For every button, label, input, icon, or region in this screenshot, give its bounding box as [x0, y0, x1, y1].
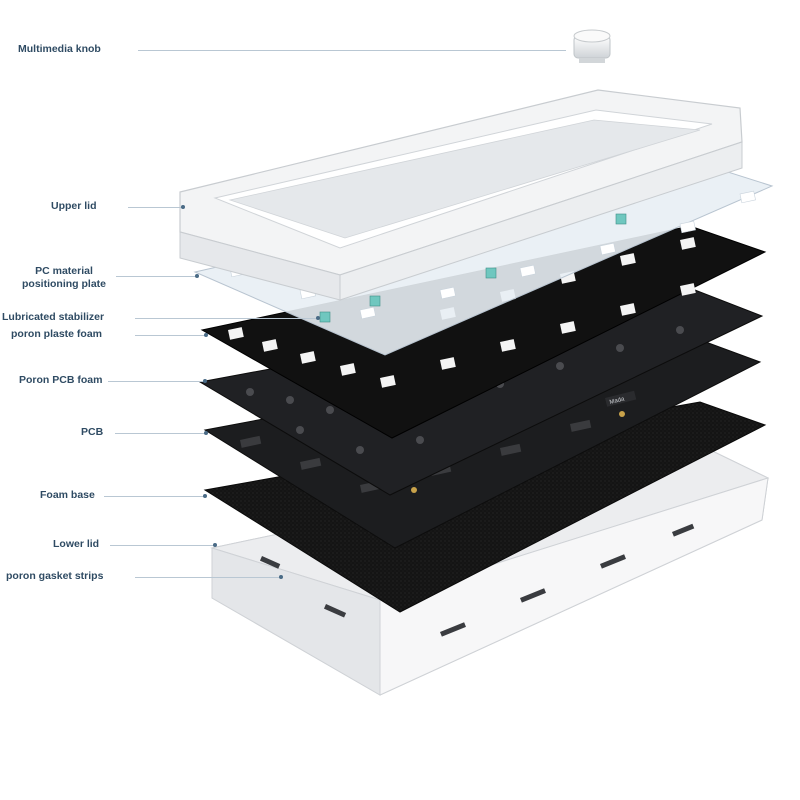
pcb-chip-text: Mada [609, 396, 626, 406]
label-pc-plate: PC material positioning plate [14, 265, 114, 291]
leader-upper-lid [128, 207, 182, 208]
leader-pc-plate [116, 276, 196, 277]
dot-plaste-foam [204, 333, 208, 337]
leader-gasket-strips [135, 577, 280, 578]
label-lower-lid: Lower lid [53, 538, 100, 550]
label-poron-plaste-foam: poron plaste foam [11, 328, 103, 340]
leader-stabilizer [135, 318, 317, 319]
dot-gasket-strips [279, 575, 283, 579]
label-pc-plate-line1: PC material [35, 265, 93, 277]
leader-pcb [115, 433, 205, 434]
dot-stabilizer [316, 316, 320, 320]
leader-multimedia-knob [138, 50, 566, 51]
label-multimedia-knob: Multimedia knob [18, 43, 101, 55]
label-upper-lid: Upper lid [51, 200, 97, 212]
leader-foam-base [104, 496, 204, 497]
dot-pcb-foam [203, 379, 207, 383]
label-lubricated-stabilizer: Lubricated stabilizer [2, 311, 105, 323]
multimedia-knob-part [573, 29, 611, 63]
label-pc-plate-line2: positioning plate [22, 278, 106, 290]
label-pcb: PCB [81, 426, 104, 438]
dot-upper-lid [181, 205, 185, 209]
leader-pcb-foam [108, 381, 204, 382]
gasket-slots [259, 523, 695, 637]
label-poron-pcb-foam: Poron PCB foam [19, 374, 103, 386]
dot-pc-plate [195, 274, 199, 278]
label-poron-gasket-strips: poron gasket strips [6, 570, 104, 582]
leader-plaste-foam [135, 335, 205, 336]
label-foam-base: Foam base [40, 489, 95, 501]
dot-pcb [204, 431, 208, 435]
leader-lower-lid [110, 545, 214, 546]
upper-lid-part [179, 89, 743, 301]
dot-lower-lid [213, 543, 217, 547]
dot-foam-base [203, 494, 207, 498]
